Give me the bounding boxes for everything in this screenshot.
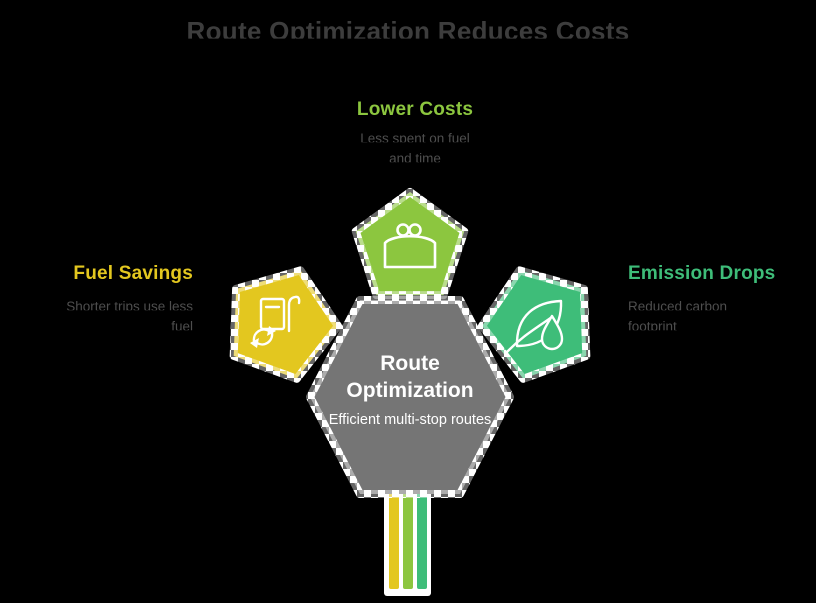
center-heading: Route Optimization (346, 352, 474, 402)
pentagon-fuel-savings (229, 266, 342, 383)
ribbon-stripe-green (417, 492, 427, 589)
center-description: Efficient multi-stop routes (328, 412, 492, 428)
ribbon-stripe-lightgreen (403, 492, 413, 589)
purse-icon (383, 223, 437, 269)
water-drop-shape (540, 314, 564, 351)
hexagon-route-optimization (306, 296, 514, 498)
label-emission-drops: Emission Drops (628, 263, 776, 284)
description-line: Shorter trips use less (66, 299, 193, 314)
description-line: Less spent on fuel (360, 131, 470, 146)
label-fuel-savings: Fuel Savings (73, 263, 193, 284)
ribbon-stripe-yellow (389, 492, 399, 589)
page-title: Route Optimization Reduces Costs (186, 16, 630, 46)
bottom-ribbon (384, 486, 431, 596)
leaf-drop-icon (504, 299, 564, 355)
description-emission-drops: Reduced carbon footprint (628, 297, 816, 337)
label-lower-costs: Lower Costs (356, 99, 474, 120)
description-line: footprint (628, 319, 677, 334)
description-line: and time (389, 151, 441, 166)
fuel-pump-icon (250, 295, 301, 348)
pentagon-lower-costs (351, 188, 469, 300)
description-line: Reduced carbon (628, 299, 728, 314)
description-lower-costs: Less spent on fuel and time (300, 129, 530, 169)
description-fuel-savings: Shorter trips use less fuel (0, 297, 193, 337)
description-line: fuel (171, 319, 193, 334)
